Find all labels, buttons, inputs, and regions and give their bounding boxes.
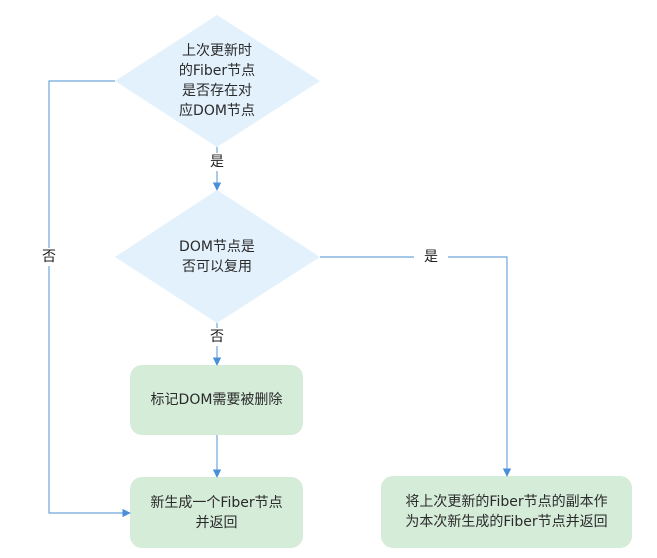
process-clone-fiber-line: 将上次更新的Fiber节点的副本作 xyxy=(405,494,608,510)
decision1-line: 的Fiber节点 xyxy=(178,63,256,79)
decision2-shape xyxy=(115,190,320,323)
process-new-fiber-shape xyxy=(130,477,303,548)
decision1-shape xyxy=(115,15,320,147)
decision1-line: 应DOM节点 xyxy=(179,103,255,119)
edge-d2-yes-clone xyxy=(320,256,512,477)
decision2-line: DOM节点是 xyxy=(179,239,255,255)
decision1-text: 上次更新时 的Fiber节点 是否存在对 应DOM节点 xyxy=(157,38,277,124)
process-mark-delete-shape xyxy=(130,365,303,435)
edge-label-d2-no: 否 xyxy=(208,328,226,346)
edge-label-d1-no: 否 xyxy=(40,248,58,266)
process-mark-delete-line: 标记DOM需要被删除 xyxy=(150,392,283,408)
decision2-text: DOM节点是 否可以复用 xyxy=(157,236,277,278)
process-new-fiber-line: 新生成一个Fiber节点 xyxy=(150,494,283,511)
decision1-line: 是否存在对 xyxy=(182,83,252,99)
process-clone-fiber-line: 为本次新生成的Fiber节点并返回 xyxy=(405,514,608,530)
decision1-line: 上次更新时 xyxy=(182,43,252,59)
process-mark-delete-text: 标记DOM需要被删除 xyxy=(130,365,303,435)
edge-d1-no-new-fiber xyxy=(48,80,131,518)
process-new-fiber-line: 并返回 xyxy=(195,514,238,531)
edge-label-d2-yes: 是 xyxy=(414,248,448,266)
edge-label-d1-yes: 是 xyxy=(208,153,226,171)
process-new-fiber-text: 新生成一个Fiber节点 并返回 xyxy=(130,477,303,548)
process-clone-fiber-shape xyxy=(381,476,632,548)
decision2-line: 否可以复用 xyxy=(181,259,252,275)
process-clone-fiber-text: 将上次更新的Fiber节点的副本作 为本次新生成的Fiber节点并返回 xyxy=(381,476,632,548)
